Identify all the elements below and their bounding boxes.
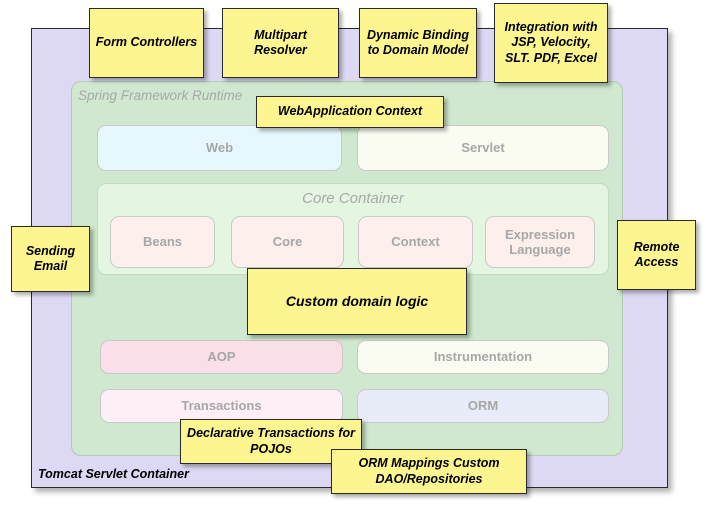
module-instrumentation-label: Instrumentation [433,349,533,365]
module-transactions: Transactions [100,389,343,423]
module-web-label: Web [205,140,234,156]
spring-framework-runtime-label: Spring Framework Runtime [78,88,243,103]
note-form-controllers: Form Controllers [89,8,204,78]
note-custom-domain-logic-text: Custom domain logic [285,292,429,309]
note-declarative-transactions-text: Declarative Transactions for POJOs [187,426,355,456]
module-aop-label: AOP [207,349,236,365]
module-servlet-label: Servlet [461,140,505,156]
note-webapplication-context: WebApplication Context [256,96,444,128]
module-aop: AOP [100,340,343,374]
note-multipart-resolver: Multipart Resolver [222,8,339,78]
note-sending-email-text: Sending Email [25,243,76,273]
note-custom-domain-logic: Custom domain logic [247,268,467,335]
module-transactions-label: Transactions [181,398,262,414]
module-context: Context [358,216,473,268]
module-expression-language: Expression Language [485,216,595,268]
module-orm-label: ORM [467,398,499,414]
note-webapplication-context-text: WebApplication Context [277,104,423,119]
module-core: Core [231,216,344,268]
note-dynamic-binding: Dynamic Binding to Domain Model [359,8,477,78]
note-sending-email: Sending Email [11,226,90,292]
note-orm-mappings-text: ORM Mappings Custom DAO/Repositories [358,456,500,486]
module-servlet: Servlet [357,125,609,171]
tomcat-servlet-container-label: Tomcat Servlet Container [38,467,189,481]
module-context-label: Context [391,234,440,250]
module-instrumentation: Instrumentation [357,340,609,374]
note-form-controllers-text: Form Controllers [95,35,198,50]
note-multipart-resolver-text: Multipart Resolver [254,27,307,57]
note-integration-views: Integration with JSP, Velocity, SLT. PDF… [494,3,608,83]
note-dynamic-binding-text: Dynamic Binding to Domain Model [366,27,470,57]
core-container-label: Core Container [302,190,404,207]
note-declarative-transactions: Declarative Transactions for POJOs [180,419,362,464]
note-remote-access-text: Remote Access [633,239,680,269]
module-expression-language-label: Expression Language [504,226,576,257]
module-core-label: Core [272,234,303,250]
note-integration-views-text: Integration with JSP, Velocity, SLT. PDF… [504,20,598,65]
module-beans-label: Beans [142,234,183,250]
module-orm: ORM [357,389,609,423]
module-web: Web [97,125,342,171]
note-remote-access: Remote Access [617,220,696,290]
note-orm-mappings: ORM Mappings Custom DAO/Repositories [331,449,527,494]
module-beans: Beans [110,216,215,268]
